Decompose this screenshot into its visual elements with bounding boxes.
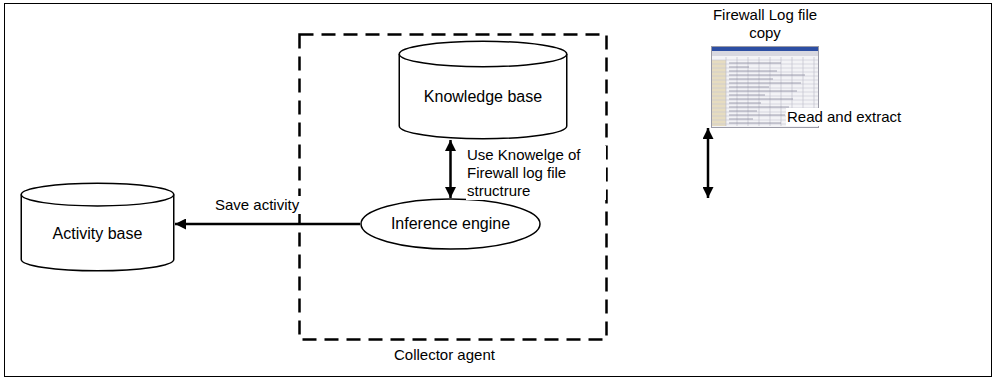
arrow-connector [449, 140, 452, 198]
node-label: Inference engine [391, 214, 510, 233]
node-label: Collector agent [394, 346, 495, 364]
edge-label: Save activity [214, 196, 336, 214]
process-ellipse: Inference engine [360, 198, 541, 250]
node-label: Knowledge base [424, 87, 542, 106]
node-label: Firewall Log file copy [709, 6, 821, 42]
arrow-connector [175, 223, 360, 226]
edge-label: Use Knowelge of Firewall log file struct… [466, 146, 606, 200]
arrow-connector [707, 128, 710, 198]
edge-label: Read and extract [786, 108, 968, 126]
database-cylinder: Activity base [20, 182, 175, 272]
agent-group: Collector agent Knowledge baseInference e… [298, 33, 608, 367]
database-cylinder: Knowledge base [398, 40, 568, 140]
node-label: Activity base [53, 224, 143, 243]
